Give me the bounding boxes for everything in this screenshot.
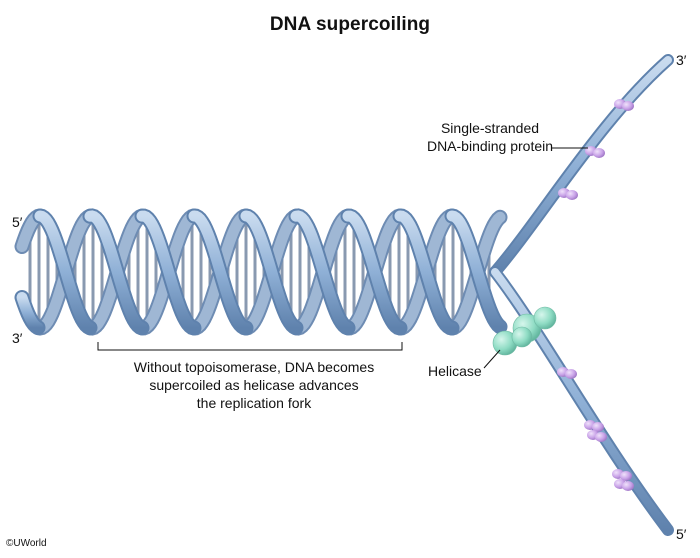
upper-template-strand-highlight	[491, 56, 672, 276]
strand-body	[16, 292, 44, 334]
ssb-lobe	[593, 148, 605, 158]
ssb-protein	[614, 479, 634, 491]
strand-body	[84, 210, 148, 334]
strand-body	[394, 210, 458, 334]
ssb-label-line2: DNA-binding protein	[426, 138, 554, 154]
strand-end-right-top: 3′	[676, 52, 687, 68]
ssb-protein	[584, 420, 604, 432]
helicase-pointer-line	[483, 349, 501, 369]
caption-line2: supercoiled as helicase advances	[149, 377, 359, 393]
strand-end-left-top: 5′	[12, 214, 23, 230]
ssb-protein	[612, 469, 632, 481]
ssb-protein	[557, 367, 577, 379]
separated-strands	[489, 54, 674, 536]
lower-template-strand-highlight	[491, 268, 672, 534]
caption-line3: the replication fork	[196, 395, 312, 411]
strand-body	[34, 210, 96, 334]
helicase-subunit	[511, 326, 533, 348]
ssb-protein-group	[557, 99, 634, 491]
strand-body	[188, 210, 252, 334]
ssb-protein	[614, 99, 634, 111]
ssb-protein	[587, 430, 607, 442]
strand-end-right-bottom: 5′	[676, 526, 687, 542]
supercoiling-caption: Without topoisomerase, DNA becomes super…	[104, 358, 404, 412]
strand-end-left-bottom: 3′	[12, 330, 23, 346]
dna-strand-front	[14, 208, 508, 336]
ssb-lobe	[566, 190, 578, 200]
ssb-label: Single-stranded DNA-binding protein	[410, 119, 570, 155]
strand-body	[136, 210, 200, 334]
ssb-lobe	[622, 481, 634, 491]
strand-body	[290, 210, 354, 334]
helicase-subunit	[533, 306, 557, 330]
strand-body	[342, 210, 406, 334]
helicase-protein	[492, 306, 557, 356]
copyright-credit: ©UWorld	[6, 538, 47, 549]
ssb-label-line1: Single-stranded	[440, 120, 540, 136]
annotation-lines	[97, 147, 588, 369]
caption-line1: Without topoisomerase, DNA becomes	[133, 359, 375, 375]
ssb-lobe	[565, 369, 577, 379]
page-title: DNA supercoiling	[269, 14, 431, 35]
ssb-lobe	[620, 471, 632, 481]
strand-body	[446, 210, 506, 333]
helicase-label: Helicase	[428, 363, 482, 379]
ssb-protein	[558, 188, 578, 200]
ssb-lobe	[592, 422, 604, 432]
ssb-lobe	[595, 432, 607, 442]
supercoil-bracket	[97, 342, 403, 351]
ssb-lobe	[622, 101, 634, 111]
strand-body	[240, 210, 302, 334]
